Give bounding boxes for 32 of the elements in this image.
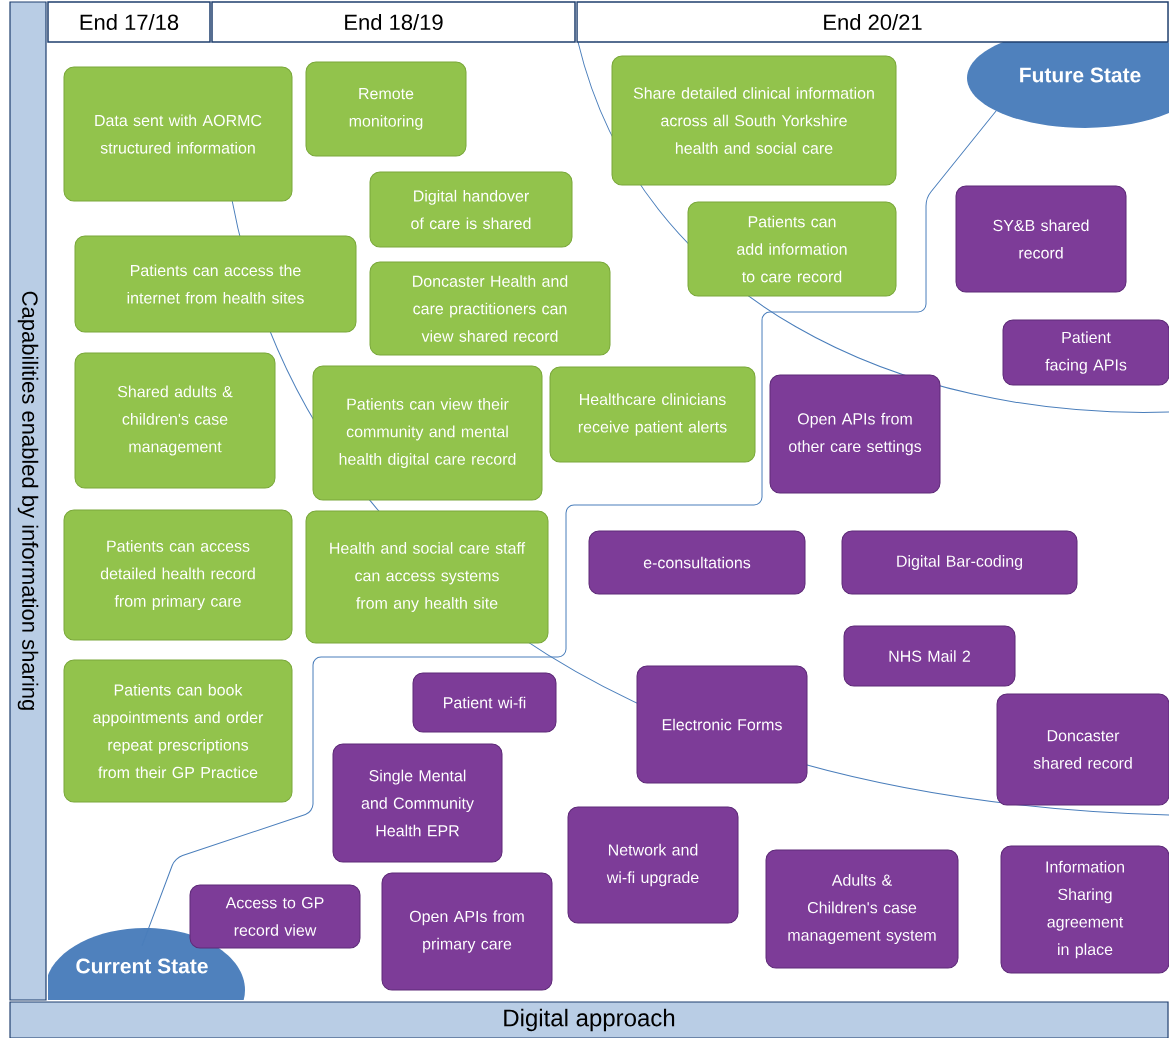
enabler-box: Patient facing APIs (1002, 319, 1169, 386)
enabler-box: Network and wi-fi upgrade (567, 806, 739, 924)
enabler-box: Open APIs from other care settings (769, 374, 941, 494)
enabler-box: e-consultations (588, 530, 806, 595)
capability-box: Patients can view their community and mental health digital care record (312, 365, 543, 501)
capability-box: Digital handover of care is shared (369, 171, 573, 248)
enabler-box: Information Sharing agreement in place (1000, 845, 1169, 974)
capability-box: Patients can access detailed health record from primary care (63, 509, 293, 641)
capability-box: Patients can book appointments and order repeat prescriptions from their GP Practice (63, 659, 293, 803)
enabler-box: Electronic Forms (636, 665, 808, 784)
enabler-box: Adults & Children's case management system (765, 849, 959, 969)
capability-box: Data sent with AORMC structured information (63, 66, 293, 202)
enabler-box: SY&B shared record (955, 185, 1127, 293)
capability-box: Share detailed clinical information across all South Yorkshire health and social care (611, 55, 897, 186)
enabler-box: Single Mental and Community Health EPR (332, 743, 503, 863)
enabler-box: Open APIs from primary care (381, 872, 553, 991)
enabler-box: Doncaster shared record (996, 693, 1169, 806)
capability-box: Health and social care staff can access systems from any health site (305, 510, 549, 644)
period-header: End 20/21 (576, 1, 1169, 43)
enabler-box: Access to GP record view (189, 884, 361, 949)
capability-box: Patients can add information to care record (687, 201, 897, 297)
capability-box: Doncaster Health and care practitioners can view shared record (369, 261, 611, 356)
capability-box: Shared adults & children's case management (74, 352, 276, 489)
capability-box: Healthcare clinicians receive patient alerts (549, 366, 756, 463)
capability-box: Remote monitoring (305, 61, 467, 157)
enabler-box: Digital Bar-coding (841, 530, 1078, 595)
capability-box: Patients can access the internet from health sites (74, 235, 357, 333)
enabler-box: NHS Mail 2 (843, 625, 1016, 687)
axis-band: Capabilities enabled by information sharing (9, 1, 47, 1001)
axis-band: Digital approach (9, 1001, 1169, 1038)
enabler-box: Patient wi-fi (412, 672, 557, 733)
period-header: End 17/18 (47, 1, 211, 43)
